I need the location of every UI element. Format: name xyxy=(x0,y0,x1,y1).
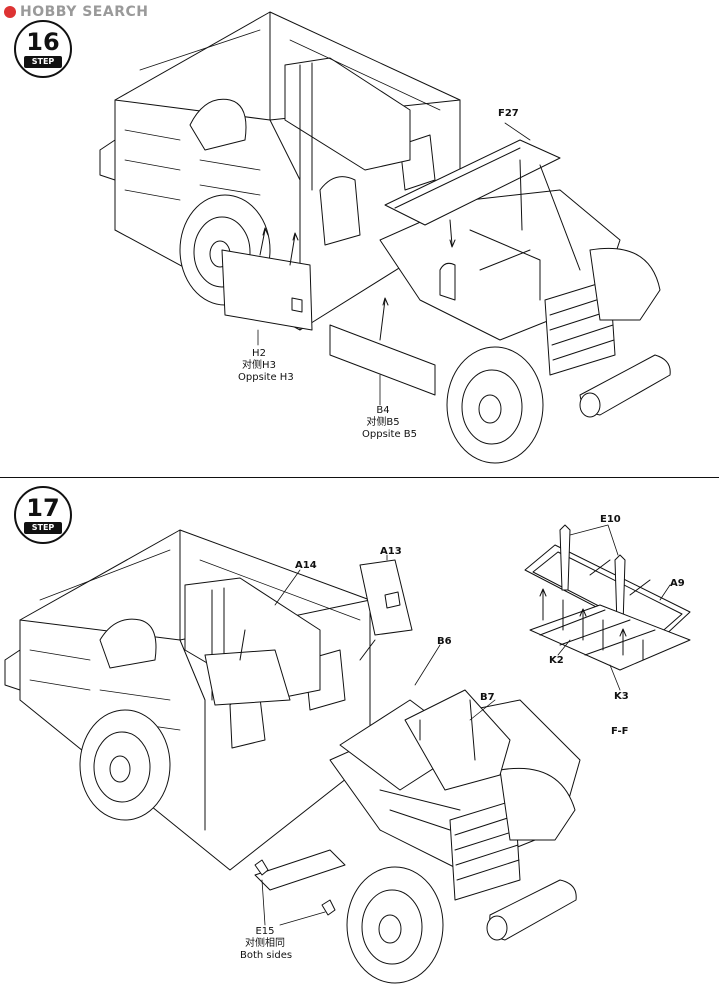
label-e10: E10 xyxy=(600,514,621,525)
step-17-parts xyxy=(204,559,511,916)
label-b7: B7 xyxy=(480,692,495,703)
label-e15-both-cn: 对侧相同 xyxy=(245,938,285,949)
watermark-logo-icon xyxy=(4,6,16,18)
label-a13: A13 xyxy=(380,546,402,557)
step-divider-line xyxy=(0,477,719,478)
label-e15-both-en: Both sides xyxy=(240,950,293,961)
step-17-front-engine xyxy=(329,699,581,941)
label-e15-group: E15 对侧相同 Both sides xyxy=(240,926,293,962)
label-b6: B6 xyxy=(437,636,452,647)
step-17-word: STEP xyxy=(24,522,62,534)
step-16-parts xyxy=(221,139,581,396)
label-a9: A9 xyxy=(670,578,685,589)
step-16-leader-lines xyxy=(257,122,531,406)
label-f27: F27 xyxy=(498,108,519,119)
step-16-vehicle-drawing xyxy=(99,11,671,464)
label-k3: K3 xyxy=(614,691,629,702)
step-16-front-engine xyxy=(379,189,671,418)
label-f-f: F-F xyxy=(611,726,629,737)
watermark-text: HOBBY SEARCH xyxy=(20,4,149,20)
label-b4: B4 xyxy=(376,405,390,416)
label-k2: K2 xyxy=(549,655,564,666)
step-17-hull xyxy=(4,529,371,871)
label-h2-group: H2 对侧H3 Oppsite H3 xyxy=(238,348,294,384)
step-17-tray-subassembly xyxy=(524,524,691,671)
step-17-leader-lines xyxy=(261,524,671,926)
step-16-badge: 16 STEP xyxy=(14,20,72,78)
label-b4-opposite-cn: 对侧B5 xyxy=(366,417,400,428)
label-b4-group: B4 对侧B5 Oppsite B5 xyxy=(362,405,418,441)
step-17-badge: 17 STEP xyxy=(14,486,72,544)
label-h2-opposite-en: Oppsite H3 xyxy=(238,372,294,383)
label-h2: H2 xyxy=(252,348,266,359)
hobby-search-watermark: HOBBY SEARCH xyxy=(4,4,148,20)
step-17-number: 17 xyxy=(26,494,60,522)
step-16-number: 16 xyxy=(26,28,60,56)
label-b4-opposite-en: Oppsite B5 xyxy=(362,429,418,440)
label-a14: A14 xyxy=(295,560,317,571)
label-h2-opposite-cn: 对侧H3 xyxy=(242,360,276,371)
step-16-word: STEP xyxy=(24,56,62,68)
label-e15: E15 xyxy=(255,926,275,937)
